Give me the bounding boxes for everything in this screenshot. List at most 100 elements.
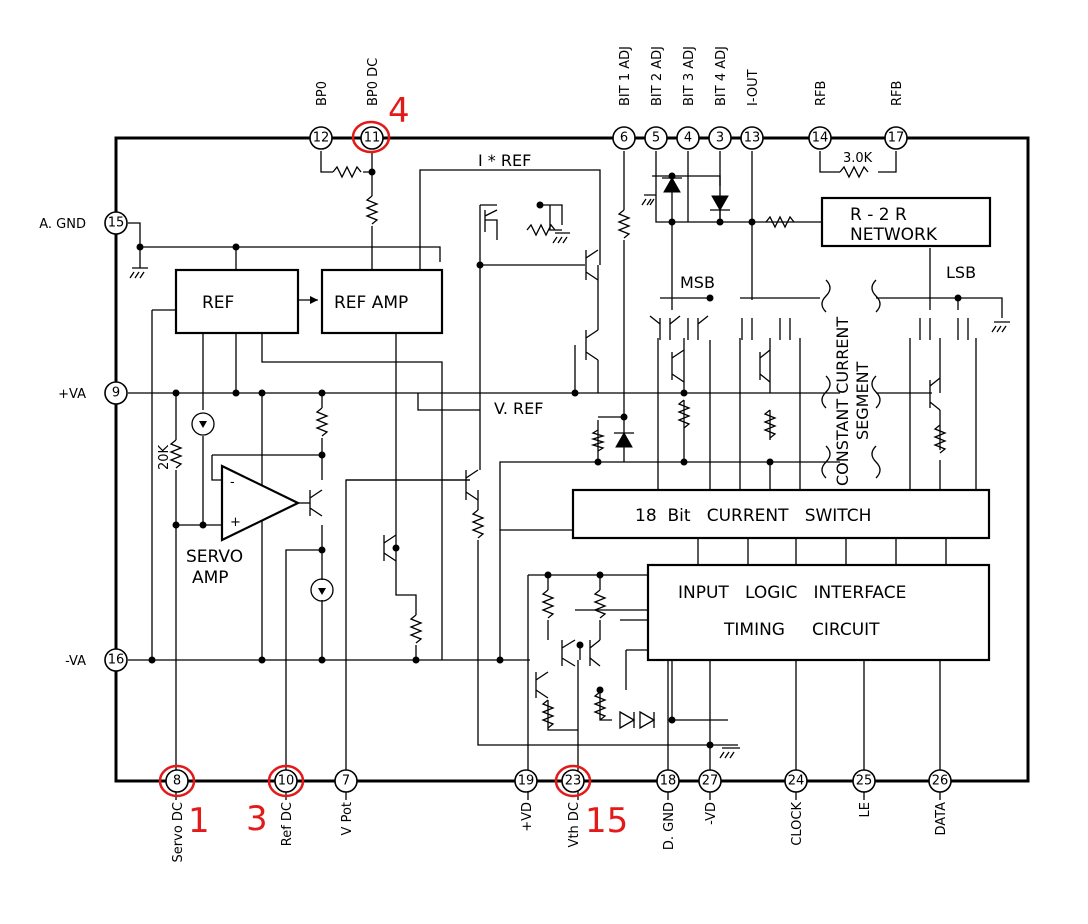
pin-27: 27 bbox=[698, 769, 722, 793]
pin-24: 24 bbox=[784, 769, 808, 793]
pin-label-14: RFB bbox=[814, 81, 829, 106]
msb-label: MSB bbox=[680, 273, 715, 292]
pin-label-9: +VA bbox=[58, 387, 86, 402]
pin-label-12: BP0 bbox=[315, 81, 330, 106]
pin-number: 27 bbox=[702, 774, 719, 789]
pin-number: 15 bbox=[108, 216, 125, 231]
pin-3: 3 bbox=[708, 126, 732, 150]
pin-6: 6 bbox=[612, 126, 636, 150]
r2r-network-block bbox=[820, 196, 992, 248]
pin-13: 13 bbox=[740, 126, 764, 150]
pin-label-8: Servo DC bbox=[171, 802, 186, 862]
pin-18: 18 bbox=[656, 769, 680, 793]
pin-label-4: BIT 3 ADJ bbox=[682, 46, 697, 106]
pin-number: 25 bbox=[856, 774, 873, 789]
annotation-4: 4 bbox=[388, 91, 410, 131]
annotation-circle-pin-8 bbox=[158, 764, 196, 798]
annotation-1: 1 bbox=[188, 801, 210, 841]
pin-number: 7 bbox=[342, 774, 350, 789]
pin-number: 6 bbox=[620, 131, 628, 146]
ref-block bbox=[174, 268, 300, 335]
pin-number: 9 bbox=[112, 386, 120, 401]
pin-number: 13 bbox=[744, 131, 761, 146]
pin-23: 23 bbox=[561, 769, 585, 793]
pin-number: 10 bbox=[278, 774, 295, 789]
pin-number: 14 bbox=[812, 131, 829, 146]
servo-plus-sign: + bbox=[230, 515, 241, 530]
current-switch-block bbox=[571, 488, 991, 540]
pin-label-16: -VA bbox=[65, 654, 86, 669]
pin-label-10: Ref DC bbox=[280, 802, 295, 846]
pin-number: 19 bbox=[518, 774, 535, 789]
pin-number: 26 bbox=[932, 774, 949, 789]
pin-5: 5 bbox=[644, 126, 668, 150]
annotation-15: 15 bbox=[585, 801, 628, 841]
pin-number: 17 bbox=[888, 131, 905, 146]
pin-number: 8 bbox=[173, 774, 181, 789]
servo-amp-line1: SERVO bbox=[186, 547, 243, 567]
pin-label-26: DATA bbox=[934, 802, 949, 836]
pin-number: 24 bbox=[788, 774, 805, 789]
pin-label-24: CLOCK bbox=[790, 802, 805, 846]
pin-number: 3 bbox=[716, 131, 724, 146]
pin-label-19: +VD bbox=[520, 802, 535, 832]
logic-interface-line1: INPUT LOGIC INTERFACE bbox=[678, 583, 906, 603]
logic-interface-block bbox=[646, 563, 991, 662]
pin-label-25: LE bbox=[858, 802, 873, 817]
pin-number: 18 bbox=[660, 774, 677, 789]
transistors bbox=[309, 209, 969, 699]
pin-number: 23 bbox=[565, 774, 582, 789]
pin-16: 16 bbox=[104, 648, 128, 672]
pin-12: 12 bbox=[309, 126, 333, 150]
r-20k-label: 20K bbox=[157, 444, 172, 470]
annotation-circle-pin-23 bbox=[554, 764, 592, 798]
current-switch-label: 18 Bit CURRENT SWITCH bbox=[635, 506, 871, 526]
lsb-label: LSB bbox=[946, 263, 976, 282]
wiring bbox=[128, 151, 1003, 800]
servo-amp-line2: AMP bbox=[192, 568, 229, 588]
pin-4: 4 bbox=[676, 126, 700, 150]
pins: 12 BP0 11 BP0 DC 6 BIT 1 ADJ 5 BIT 2 ADJ 4 BIT 3 … bbox=[39, 46, 952, 862]
pin-number: 5 bbox=[652, 131, 660, 146]
ref-amp-block bbox=[320, 268, 444, 335]
pin-label-27: -VD bbox=[704, 802, 719, 825]
r2r-network-line2: NETWORK bbox=[850, 225, 938, 245]
pin-label-11: BP0 DC bbox=[366, 58, 381, 106]
pin-11: 11 bbox=[360, 126, 384, 150]
pin-label-5: BIT 2 ADJ bbox=[650, 46, 665, 106]
pin-10: 10 bbox=[274, 769, 298, 793]
servo-minus-sign: - bbox=[230, 475, 235, 490]
annotation-circle-pin-10 bbox=[267, 764, 305, 798]
pin-9: 9 bbox=[104, 381, 128, 405]
pin-label-6: BIT 1 ADJ bbox=[618, 46, 633, 106]
diodes bbox=[191, 176, 1010, 759]
pin-label-3: BIT 4 ADJ bbox=[714, 46, 729, 106]
annotation-circle-pin-11 bbox=[351, 120, 391, 154]
logic-interface-line2: TIMING CIRCUIT bbox=[723, 620, 880, 640]
servo-amp-symbol bbox=[220, 464, 301, 542]
segment-label: SEGMENT bbox=[853, 361, 872, 440]
pin-14: 14 bbox=[808, 126, 832, 150]
v-ref-label: V. REF bbox=[494, 399, 543, 418]
pin-label-13: I-OUT bbox=[746, 69, 761, 106]
pin-label-15: A. GND bbox=[39, 217, 86, 232]
pin-19: 19 bbox=[514, 769, 538, 793]
pin-number: 11 bbox=[364, 131, 381, 146]
pin-25: 25 bbox=[852, 769, 876, 793]
pin-number: 16 bbox=[108, 653, 125, 668]
r2r-network-line1: R - 2 R bbox=[850, 205, 907, 225]
annotations: 4 1 3 15 bbox=[158, 91, 628, 841]
pin-number: 4 bbox=[684, 131, 692, 146]
junction-dots bbox=[136, 168, 962, 749]
constant-current-label: CONSTANT CURRENT bbox=[833, 317, 852, 486]
annotation-3: 3 bbox=[246, 799, 268, 839]
pin-label-17: RFB bbox=[890, 81, 905, 106]
pin-label-18: D. GND bbox=[662, 802, 677, 850]
resistors bbox=[169, 195, 947, 729]
pin-label-7: V Pot bbox=[340, 802, 355, 835]
r-3k-label: 3.0K bbox=[843, 151, 873, 166]
pin-7: 7 bbox=[334, 769, 358, 793]
ref-amp-block-label: REF AMP bbox=[334, 293, 408, 313]
pin-number: 12 bbox=[313, 131, 330, 146]
pin-17: 17 bbox=[884, 126, 908, 150]
